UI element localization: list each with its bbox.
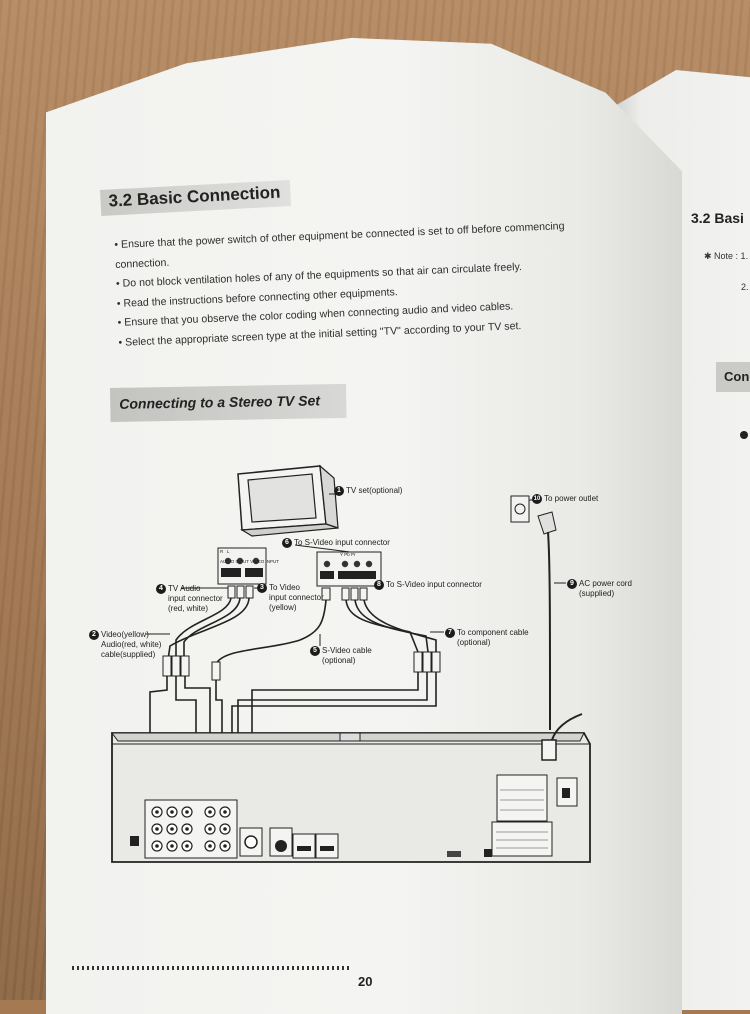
callout-number: 1: [334, 486, 344, 496]
callout-number: 5: [310, 646, 320, 656]
right-page-callout: 1: [740, 431, 748, 439]
callout-number: 9: [567, 579, 577, 589]
tv-set-illustration: [237, 464, 339, 537]
callout-number: 6: [282, 538, 292, 548]
callout-number: 3: [257, 583, 267, 593]
right-page-note: ✱ Note : 1.: [704, 251, 749, 261]
page-number: 20: [358, 974, 373, 989]
callout-number: 8: [374, 580, 384, 590]
power-outlet-shape: [510, 495, 530, 523]
power-plug-shape: [537, 511, 557, 535]
callout-number: 2: [89, 630, 99, 640]
player-rear-panel: [111, 713, 591, 863]
component-jack-caption: S-VIDEO VIDEO INPUT: [319, 579, 368, 584]
callout-number: 10: [532, 494, 542, 504]
right-page-title: 3.2 Basi: [691, 210, 744, 226]
tv-jack-text: R L AUDIO INPUT VIDEO INPUT: [220, 549, 279, 564]
right-page-subheading: Con: [716, 362, 750, 392]
component-jack-text: Y Pb Pr: [340, 552, 356, 557]
tv-jack-panel: [217, 547, 267, 585]
callout-number: 7: [445, 628, 455, 638]
footer-dotted-rule: [72, 966, 350, 970]
star-icon: ✱: [704, 251, 715, 261]
right-page-note-two: 2.: [741, 282, 749, 292]
callout-number: 4: [156, 584, 166, 594]
